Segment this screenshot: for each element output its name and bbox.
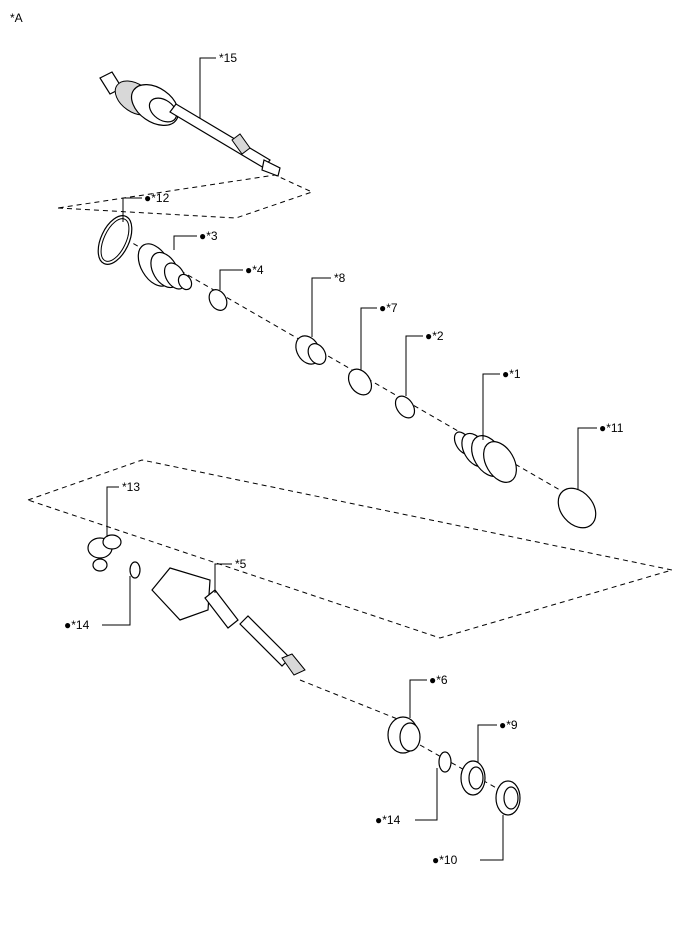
- callout-1: ●*1: [502, 367, 521, 381]
- leader-14-upper: [102, 576, 131, 626]
- leader-11: [577, 427, 597, 490]
- snap-ring-14-lower: [438, 751, 452, 773]
- clamp-ring-12: [97, 215, 133, 265]
- callout-10: ●*10: [432, 853, 458, 867]
- callout-2: ●*2: [425, 329, 444, 343]
- callout-5: *5: [235, 557, 247, 571]
- upper-group-outline: [57, 174, 314, 219]
- lower-assembly-axis-1: [299, 679, 401, 721]
- small-clamp-2: [394, 395, 416, 419]
- leader-15: [199, 57, 216, 118]
- boot-1: [453, 431, 517, 483]
- leader-6: [409, 679, 427, 718]
- leader-1: [482, 373, 500, 440]
- leader-13: [106, 486, 119, 537]
- callout-8: *8: [334, 271, 346, 285]
- callout-12: ●*12: [144, 191, 170, 205]
- leader-10: [480, 815, 504, 861]
- callout-7: ●*7: [379, 301, 398, 315]
- bearing-6: [387, 716, 421, 754]
- damper-8: [295, 335, 327, 365]
- seal-10: [495, 780, 521, 816]
- small-clamp-4: [208, 289, 228, 311]
- view-label: *A: [10, 11, 23, 25]
- leader-9: [477, 724, 497, 762]
- tripod-13: [87, 534, 122, 572]
- leader-8: [311, 277, 331, 337]
- boot-3: [137, 243, 193, 291]
- leader-3: [173, 235, 197, 250]
- lower-group-outline: [26, 459, 673, 639]
- snap-ring-14-upper: [129, 561, 141, 579]
- leader-7: [360, 307, 377, 370]
- clamp-11: [557, 487, 597, 529]
- seal-9: [460, 760, 486, 796]
- outboard-shaft-assembly: [99, 71, 281, 177]
- leader-5: [214, 563, 232, 593]
- callout-4: ●*4: [245, 263, 264, 277]
- callout-11: ●*11: [599, 421, 624, 435]
- leader-12: [122, 197, 142, 222]
- lower-assembly-axis-2: [419, 744, 501, 791]
- callout-3: ●*3: [199, 229, 218, 243]
- clamp-7: [347, 368, 373, 396]
- callout-14-lower: ●*14: [375, 813, 401, 827]
- callout-14-upper: ●*14: [64, 618, 90, 632]
- inboard-joint-shaft-5: [151, 567, 306, 676]
- callout-9: ●*9: [499, 718, 518, 732]
- leader-4: [219, 269, 243, 290]
- leader-14-lower: [415, 768, 438, 821]
- leader-2: [405, 335, 423, 396]
- callout-13: *13: [122, 480, 140, 494]
- callout-15: *15: [219, 51, 237, 65]
- callout-6: ●*6: [429, 673, 448, 687]
